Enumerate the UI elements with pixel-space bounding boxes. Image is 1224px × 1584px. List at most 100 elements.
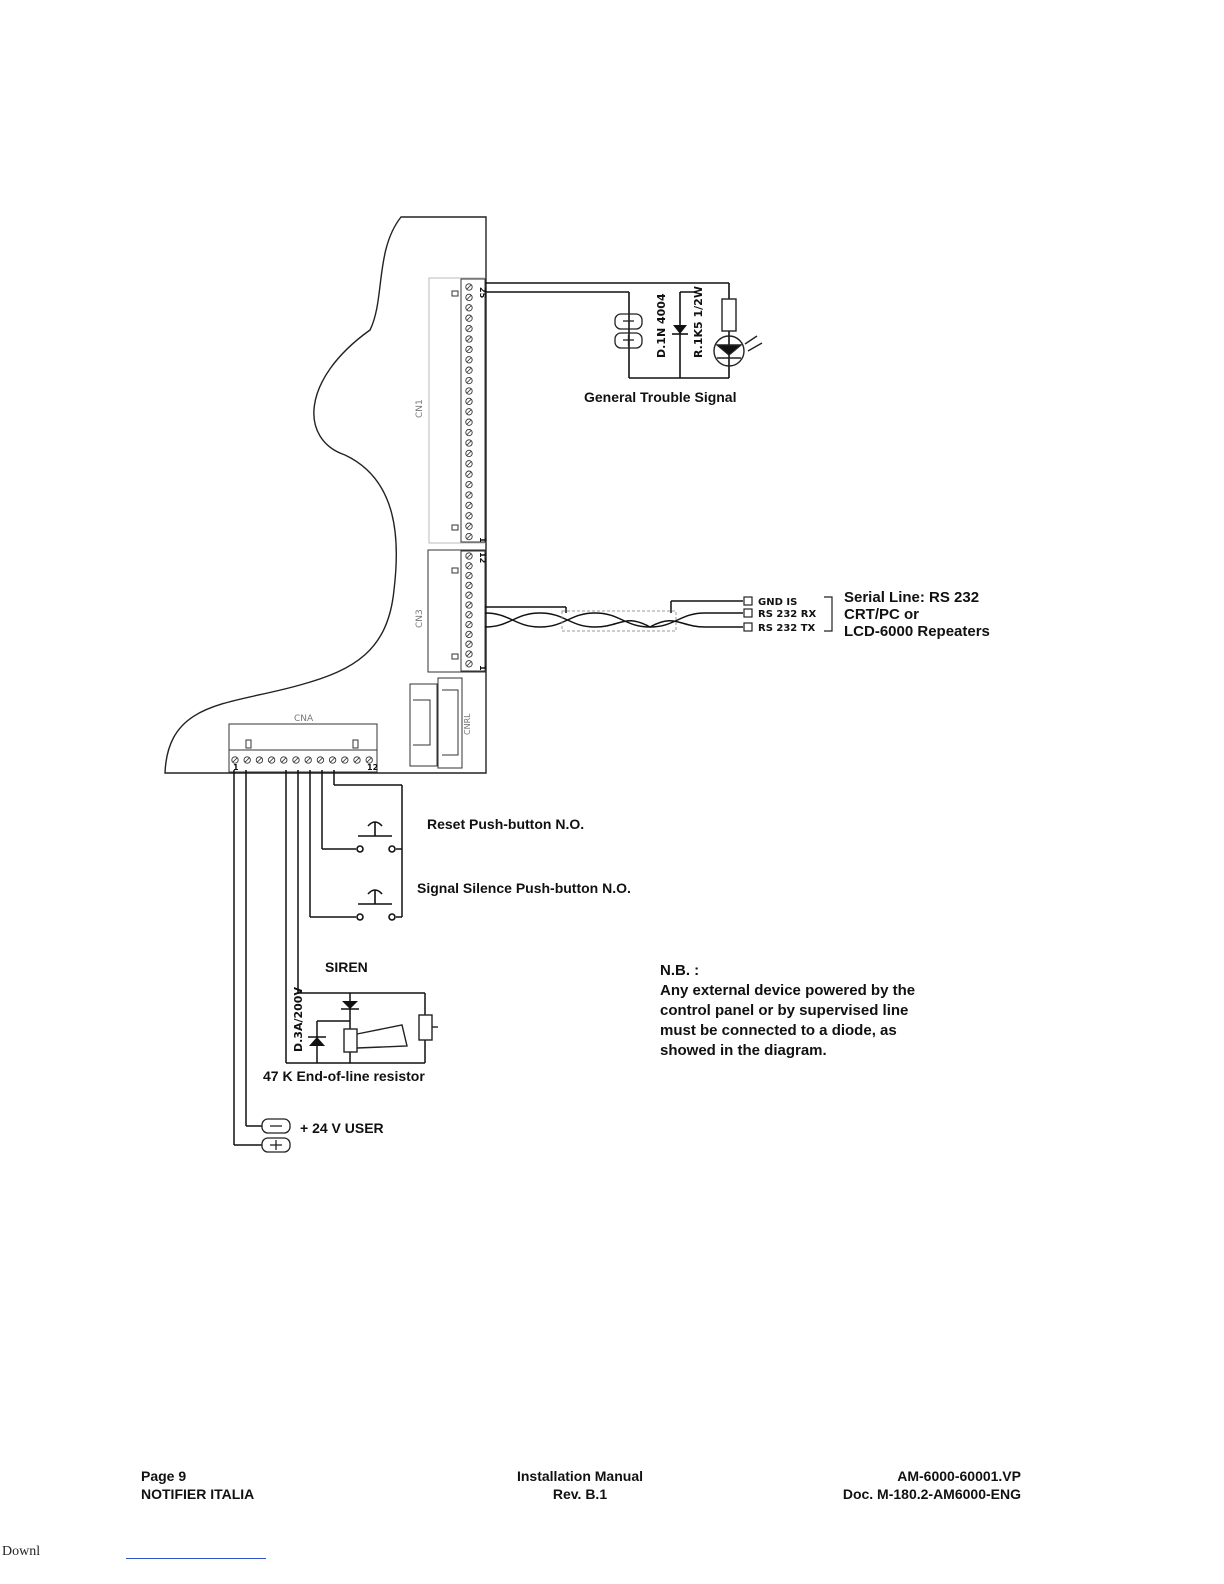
serial-line-title: Serial Line: RS 232	[844, 589, 979, 606]
cna-terminal-screw-slot	[366, 757, 372, 763]
cn1-terminal-screw-slot	[466, 471, 472, 477]
trouble-signal-label: General Trouble Signal	[584, 389, 736, 405]
cn3-pin-12-label: 12	[478, 552, 487, 563]
serial-terminals	[743, 596, 753, 632]
trouble-signal-wiring	[485, 282, 730, 379]
cna-terminal-screw-slot	[244, 757, 250, 763]
download-text: Downl	[2, 1544, 41, 1559]
cn3-terminal-screw	[465, 552, 473, 560]
cn1-terminal-screw	[465, 387, 473, 395]
note-line-3: must be connected to a diode, as	[660, 1022, 897, 1039]
cn1-terminal-screw	[465, 283, 473, 291]
cn1-pin-1-label: 1	[478, 537, 487, 543]
cna-terminal-screw-slot	[305, 757, 311, 763]
cn1-pin-25-label: 25	[478, 287, 487, 299]
cna-terminal-screw-slot	[281, 757, 287, 763]
cn1-terminal-screw-slot	[466, 409, 472, 415]
cna-terminal-screw	[292, 756, 300, 764]
cn1-terminal-screw	[465, 480, 473, 489]
cn1-terminal-screw	[465, 376, 473, 385]
cn3-terminal-screw-slot	[466, 661, 472, 667]
cna-terminal-screw	[304, 756, 312, 764]
cna-label: CNA	[294, 714, 314, 724]
cn3-terminal-screw	[465, 620, 473, 629]
note-line-1: Any external device powered by the	[660, 982, 915, 999]
cn1-terminal-screw-slot	[466, 492, 472, 498]
cna-terminal-screw-slot	[354, 757, 360, 763]
cn1-terminal-screw	[465, 512, 473, 520]
cna-pin-1-label: 1	[233, 763, 239, 772]
cna-terminal-screw-slot	[269, 757, 275, 763]
serial-line-wiring	[484, 600, 743, 628]
note-block: N.B. : Any external device powered by th…	[660, 962, 915, 1059]
cna-terminal-screw-slot	[256, 757, 262, 763]
power-wiring	[233, 770, 262, 1146]
cn1-terminal-screw-slot	[466, 461, 472, 467]
note-line-2: control panel or by supervised line	[660, 1002, 908, 1019]
cn1-terminal-screw	[465, 449, 473, 458]
cn3-terminal-screw	[465, 611, 473, 619]
cn1-terminal-screw-slot	[466, 482, 472, 488]
cn3-terminal-screw	[465, 650, 473, 658]
cn1-terminal-screw	[465, 335, 473, 343]
serial-tx-label: RS 232 TX	[758, 623, 816, 634]
cn1-terminal-screw	[465, 304, 473, 312]
cn3-terminal-screw-slot	[466, 553, 472, 559]
cna-terminal-screw	[365, 756, 373, 764]
cna-terminal-screw	[243, 756, 251, 764]
siren-diode-label: D.3A/200V	[292, 987, 305, 1052]
trouble-lamp-symbol	[713, 335, 763, 367]
cn3-terminal-screw-slot	[466, 612, 472, 618]
reset-push-button-label: Reset Push-button N.O.	[427, 816, 584, 832]
cna-terminal-screw	[231, 756, 239, 764]
cn1-terminal-screw-slot	[466, 326, 472, 332]
cn3-terminal-screw-slot	[466, 622, 472, 628]
cn3-terminal-screw	[465, 660, 473, 668]
cn3-terminal-screw	[465, 640, 473, 648]
cn1-terminal-screw-slot	[466, 450, 472, 456]
silence-push-button-label: Signal Silence Push-button N.O.	[417, 880, 631, 896]
cn1-terminal-screw	[465, 345, 473, 354]
cna-connector	[228, 723, 378, 773]
cn3-terminal-screw-slot	[466, 563, 472, 569]
trouble-power-terminals	[614, 313, 643, 349]
cn1-terminal-screw-slot	[466, 513, 472, 519]
cn3-terminal-screw-slot	[466, 582, 472, 588]
cn3-terminal-screw	[465, 571, 473, 580]
cn1-terminal-screw-slot	[466, 388, 472, 394]
cn1-terminal-screw	[465, 356, 473, 364]
footer-left: Page 9 NOTIFIER ITALIA	[141, 1467, 254, 1503]
download-link-underline[interactable]	[126, 1558, 266, 1559]
cn1-label: CN1	[415, 399, 425, 418]
cn1-terminal-screw	[465, 428, 473, 437]
cnrl-label: CNRL	[463, 713, 472, 735]
cn1-terminal-screw-slot	[466, 534, 472, 540]
cn1-terminal-screw-slot	[466, 523, 472, 529]
cn3-terminal-screw-slot	[466, 602, 472, 608]
cn3-terminal-screw	[465, 601, 473, 609]
siren-wiring	[285, 770, 426, 1064]
cn1-terminal-screw-slot	[466, 430, 472, 436]
reset-push-button-symbol	[356, 821, 396, 853]
cn1-terminal-screw-slot	[466, 419, 472, 425]
cn1-terminal-screw-slot	[466, 367, 472, 373]
trouble-resistor-symbol	[721, 298, 737, 332]
cn1-terminal-screw-slot	[466, 440, 472, 446]
cna-terminal-screw-slot	[293, 757, 299, 763]
cn3-terminal-screw	[465, 562, 473, 570]
siren-diode-symbol	[308, 1001, 359, 1046]
cn3-pin-1-label: 1	[478, 665, 487, 671]
cn1-terminal-screw-slot	[466, 346, 472, 352]
power-terminals	[261, 1118, 291, 1153]
cna-terminal-screw	[353, 756, 361, 764]
cn1-terminal-screw-slot	[466, 357, 472, 363]
cn1-connector	[428, 277, 486, 544]
silence-push-button-symbol	[356, 889, 396, 921]
cn1-terminal-screw	[465, 293, 473, 302]
footer-center: Installation Manual Rev. B.1	[480, 1467, 680, 1503]
cn3-terminal-screw	[465, 581, 473, 590]
cn3-terminal-screw-slot	[466, 631, 472, 637]
note-line-4: showed in the diagram.	[660, 1042, 827, 1059]
cn1-terminal-screw	[465, 439, 473, 447]
